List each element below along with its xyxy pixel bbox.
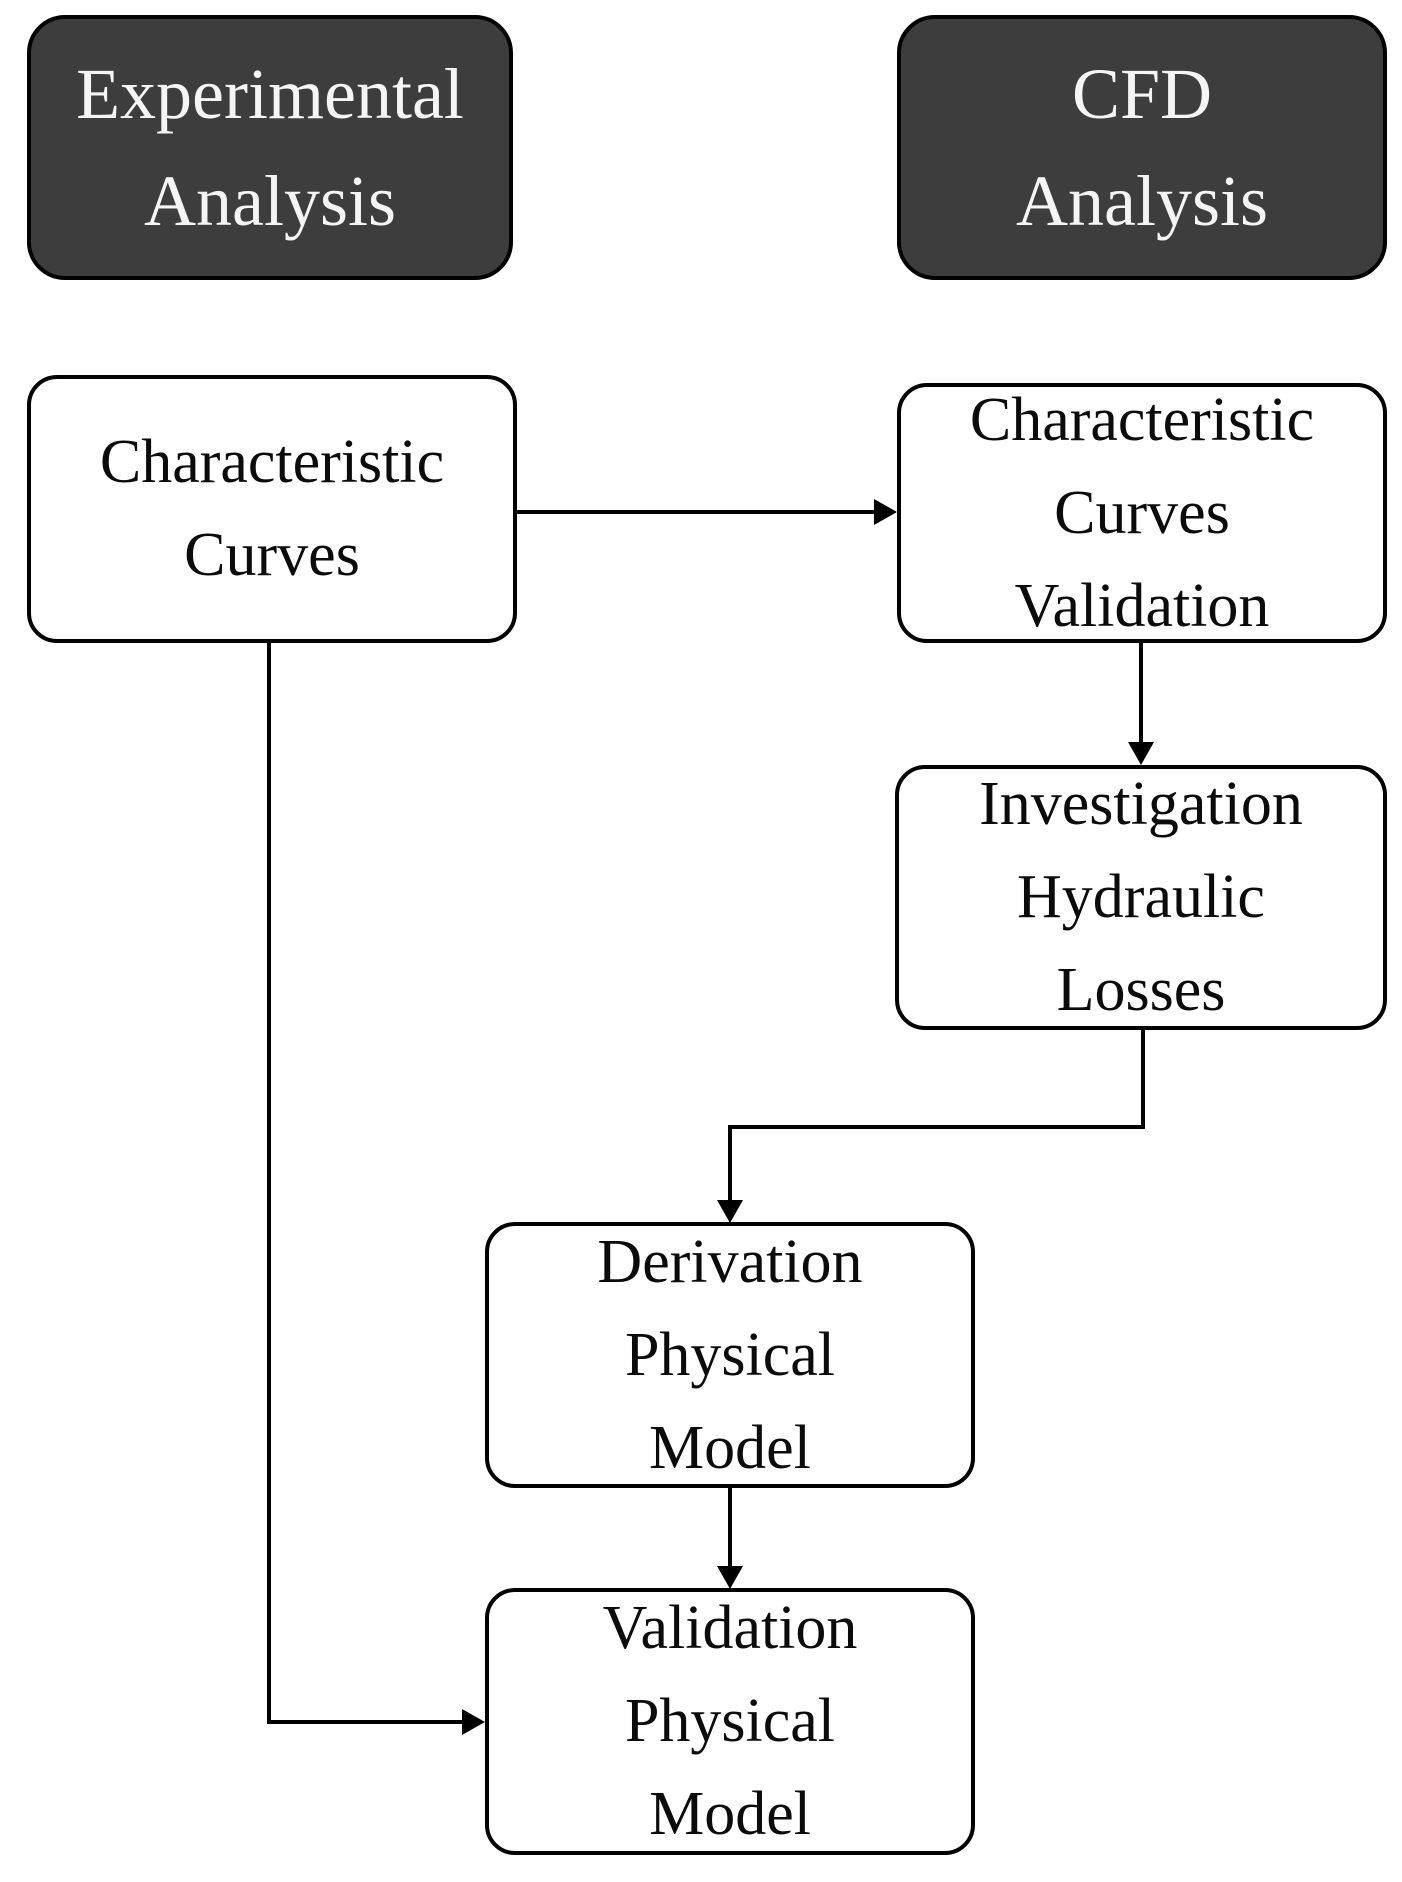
node-characteristic-curves: Characteristic Curves — [27, 375, 517, 643]
edge-investigation-to-derivation-segment-3 — [728, 1125, 732, 1201]
arrowhead-down-icon — [717, 1566, 743, 1589]
arrowhead-down-icon — [717, 1200, 743, 1223]
node-derivation-physical-model: Derivation Physical Model — [485, 1222, 975, 1488]
edge-validation-to-investigation-line — [1139, 641, 1143, 743]
arrowhead-right-icon — [874, 499, 897, 525]
node-experimental-analysis: Experimental Analysis — [27, 15, 513, 280]
edge-investigation-to-derivation-segment-1 — [1141, 1028, 1145, 1129]
node-investigation-hydraulic-losses: Investigation Hydraulic Losses — [895, 765, 1387, 1030]
node-validation-physical-model: Validation Physical Model — [485, 1588, 975, 1855]
edge-curves-to-physical-validation-segment-1 — [267, 641, 271, 1724]
node-cfd-analysis: CFD Analysis — [897, 15, 1387, 280]
edge-curves-to-validation-line — [515, 510, 875, 514]
edge-investigation-to-derivation-segment-2 — [728, 1125, 1145, 1129]
edge-curves-to-physical-validation-segment-2 — [267, 1720, 463, 1724]
edge-derivation-to-validation-line — [728, 1486, 732, 1567]
node-characteristic-curves-validation: Characteristic Curves Validation — [897, 383, 1387, 643]
arrowhead-down-icon — [1128, 742, 1154, 765]
arrowhead-right-icon — [462, 1709, 485, 1735]
